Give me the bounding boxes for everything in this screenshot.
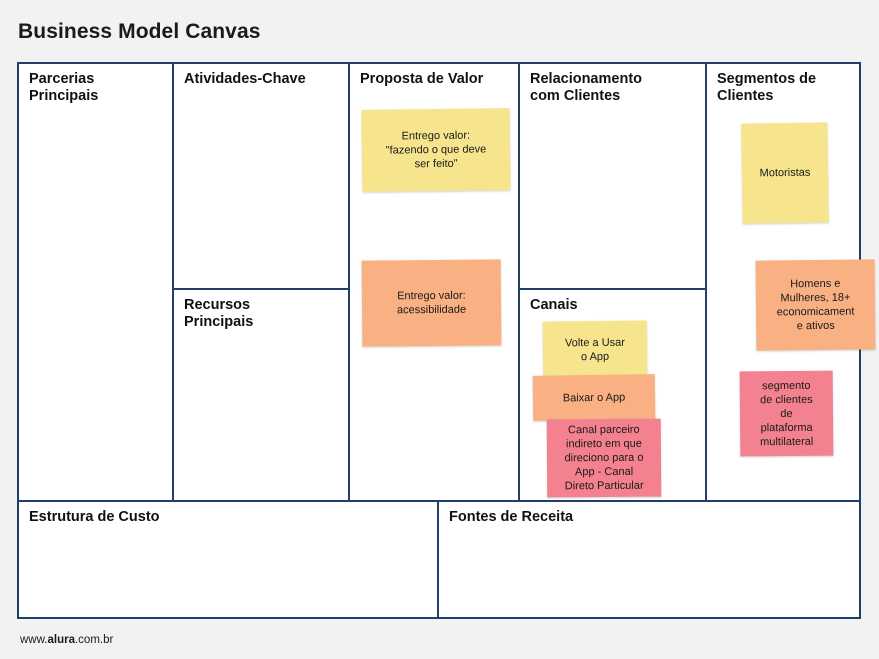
- cell-segmentos-de-clientes[interactable]: Segmentos de Clientes Motoristas Homens …: [707, 64, 876, 500]
- cell-title-estrutura-de-custo: Estrutura de Custo: [29, 509, 160, 525]
- cell-recursos-principais[interactable]: Recursos Principais: [174, 290, 348, 500]
- cell-parcerias-principais[interactable]: Parcerias Principais: [19, 64, 172, 500]
- divider-bottom-band: [19, 500, 859, 502]
- cell-title-relacionamento-com-clientes: Relacionamento com Clientes: [530, 71, 642, 104]
- page-title: Business Model Canvas: [18, 20, 261, 43]
- divider-relacionamento-canais: [518, 288, 705, 290]
- cell-relacionamento-com-clientes[interactable]: Relacionamento com Clientes: [520, 64, 705, 288]
- footer-url: www.alura.com.br: [20, 634, 113, 646]
- divider-col-2: [348, 64, 350, 500]
- cell-atividades-chave[interactable]: Atividades-Chave: [174, 64, 348, 288]
- footer-url-prefix: www.: [20, 634, 48, 646]
- cell-fontes-de-receita[interactable]: Fontes de Receita: [439, 502, 859, 619]
- sticky-note[interactable]: Entrego valor: acessibilidade: [361, 259, 502, 347]
- cell-title-fontes-de-receita: Fontes de Receita: [449, 509, 574, 525]
- sticky-note[interactable]: Volte a Usar o App: [542, 320, 648, 379]
- sticky-note[interactable]: Motoristas: [741, 122, 829, 224]
- sticky-note[interactable]: Canal parceiro indireto em que direciono…: [546, 418, 662, 498]
- cell-estrutura-de-custo[interactable]: Estrutura de Custo: [19, 502, 437, 619]
- divider-col-1: [172, 64, 174, 500]
- footer-url-suffix: .com.br: [74, 634, 114, 646]
- divider-bottom-band-middle: [437, 500, 439, 619]
- divider-atividades-recursos: [172, 288, 348, 290]
- cell-title-atividades-chave: Atividades-Chave: [184, 71, 306, 87]
- cell-title-recursos-principais: Recursos Principais: [184, 297, 254, 330]
- sticky-note[interactable]: Entrego valor: "fazendo o que deve ser f…: [361, 108, 511, 192]
- business-model-canvas-grid: Parcerias Principais Atividades-Chave Re…: [17, 62, 876, 619]
- cell-canais[interactable]: Canais Volte a Usar o App Baixar o App C…: [520, 290, 705, 500]
- footer-url-brand: alura: [47, 634, 75, 646]
- divider-col-3: [518, 64, 520, 500]
- sticky-note[interactable]: Homens e Mulheres, 18+ economicament e a…: [755, 259, 876, 351]
- cell-title-segmentos-de-clientes: Segmentos de Clientes: [717, 71, 817, 104]
- sticky-note[interactable]: segmento de clientes de plataforma multi…: [739, 370, 834, 457]
- cell-title-proposta-de-valor: Proposta de Valor: [360, 71, 484, 87]
- sticky-note[interactable]: Baixar o App: [532, 374, 656, 421]
- cell-proposta-de-valor[interactable]: Proposta de Valor Entrego valor: "fazend…: [350, 64, 518, 500]
- cell-title-canais: Canais: [530, 297, 578, 313]
- cell-title-parcerias-principais: Parcerias Principais: [29, 71, 99, 104]
- divider-col-4: [705, 64, 707, 500]
